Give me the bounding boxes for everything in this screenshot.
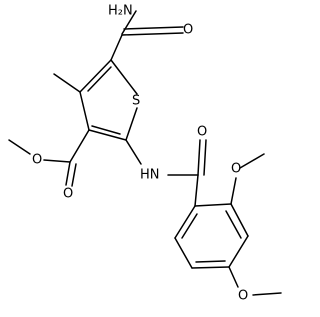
bond-c2-c3-a: [88, 129, 127, 141]
bond-osingle-methyl: [8, 139, 31, 155]
bond-c2-c3-b: [91, 125, 121, 135]
label-amide-o: O: [183, 23, 193, 38]
bond-cester-odouble-b: [71, 163, 77, 187]
bond-c3-cester: [69, 129, 90, 163]
bond-c6ar-c1ar-b: [181, 213, 198, 239]
bond-c3ar-c4ar: [228, 235, 249, 268]
bond-c3-c4: [79, 91, 90, 131]
label-methoxy-o-4: O: [238, 289, 248, 304]
bond-ccarbonyl-c1ar: [194, 174, 199, 207]
molecule-diagram: H₂N O S O O HN O O O: [8, 4, 282, 304]
bond-c2ar-c3ar-b: [225, 210, 242, 239]
bond-c1ar-c2ar: [194, 203, 232, 207]
bond-c5-s: [110, 59, 138, 95]
bond-amide-c-o-a: [121, 32, 184, 36]
atom-labels: H₂N O S O O HN O O O: [32, 4, 248, 304]
bond-c5ar-c6ar: [174, 237, 193, 269]
label-ester-o-single: O: [32, 153, 42, 168]
label-nh2: H₂N: [108, 4, 133, 19]
bond-c4-c5-a: [79, 59, 112, 93]
bond-c4-methyl: [53, 73, 81, 93]
bond-c2ar-o: [230, 177, 237, 205]
label-thiophene-s: S: [132, 94, 140, 109]
label-benzoyl-o: O: [197, 125, 207, 140]
label-amide-nh: HN: [140, 168, 160, 183]
bond-c4ar-c5ar-b: [195, 260, 226, 263]
bonds: [8, 10, 282, 296]
bond-c5-camide: [110, 34, 123, 61]
bond-c4ar-c5ar-a: [191, 266, 230, 269]
bond-cester-odouble-a: [65, 161, 71, 186]
label-methoxy-o-2: O: [231, 162, 241, 177]
bond-s-c2: [125, 107, 138, 141]
bond-c2-nh: [125, 139, 142, 165]
bond-ccarbonyl-o-b: [203, 139, 207, 176]
bond-ccarbonyl-o-a: [197, 139, 201, 176]
bond-c6ar-c1ar-a: [174, 205, 196, 239]
bond-c-nh2: [121, 10, 137, 35]
bond-c4-c5-b: [87, 66, 112, 92]
bond-o-methyl-4: [252, 292, 282, 296]
bond-cester-osingle: [43, 159, 71, 163]
bond-c2ar-c3ar-a: [230, 203, 249, 237]
bond-c4ar-o: [228, 266, 239, 288]
bond-o-methyl-2: [239, 153, 265, 169]
label-ester-o-double: O: [63, 187, 73, 202]
bond-amide-c-o-b: [123, 26, 184, 30]
